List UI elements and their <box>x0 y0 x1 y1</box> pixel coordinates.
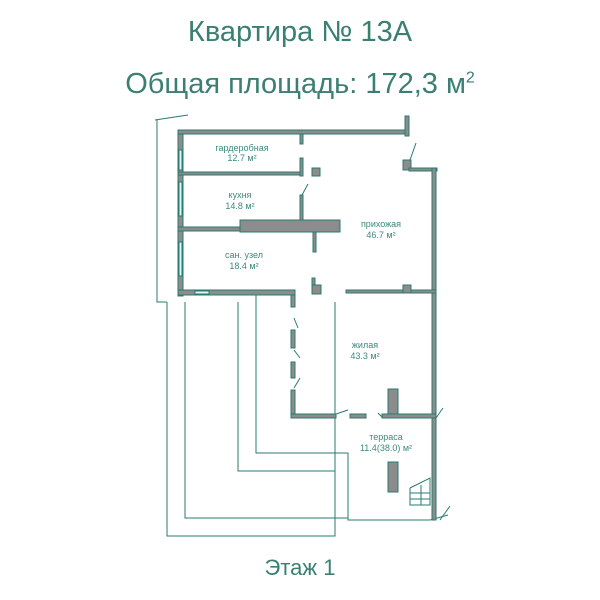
room-garderobnaya: гардеробная 12.7 м² <box>215 143 268 163</box>
apartment-title: Квартира № 13А <box>0 16 600 49</box>
door-swings <box>293 142 444 419</box>
room-name: сан. узел <box>225 250 263 260</box>
room-name: жилая <box>352 340 378 350</box>
walls <box>177 115 438 521</box>
room-area: 14.8 м² <box>225 201 254 211</box>
area-superscript: 2 <box>465 69 475 87</box>
floor-label: Этаж 1 <box>264 555 336 580</box>
stairs <box>409 477 431 506</box>
room-living: жилая 43.3 м² <box>350 340 379 361</box>
room-name: терраса <box>369 432 403 442</box>
room-name: кухня <box>229 190 252 200</box>
total-area-text: Общая площадь: 172,3 м <box>125 68 466 100</box>
room-area: 46.7 м² <box>366 230 395 240</box>
apartment-title-text: Квартира № 13А <box>187 16 413 48</box>
room-area: 12.7 м² <box>227 153 256 163</box>
windows <box>178 149 210 295</box>
room-kitchen: кухня 14.8 м² <box>225 190 254 211</box>
room-hallway: прихожая 46.7 м² <box>361 219 401 240</box>
room-area: 11.4(38.0) м² <box>360 443 412 453</box>
room-area: 18.4 м² <box>229 261 258 271</box>
room-name: гардеробная <box>215 143 268 153</box>
room-area: 43.3 м² <box>350 351 379 361</box>
site-outlines <box>154 114 451 537</box>
room-terrace: терраса 11.4(38.0) м² <box>360 432 412 453</box>
room-bathroom: сан. узел 18.4 м² <box>225 250 263 271</box>
room-name: прихожая <box>361 219 401 229</box>
total-area: Общая площадь: 172,3 м2 <box>0 68 600 101</box>
